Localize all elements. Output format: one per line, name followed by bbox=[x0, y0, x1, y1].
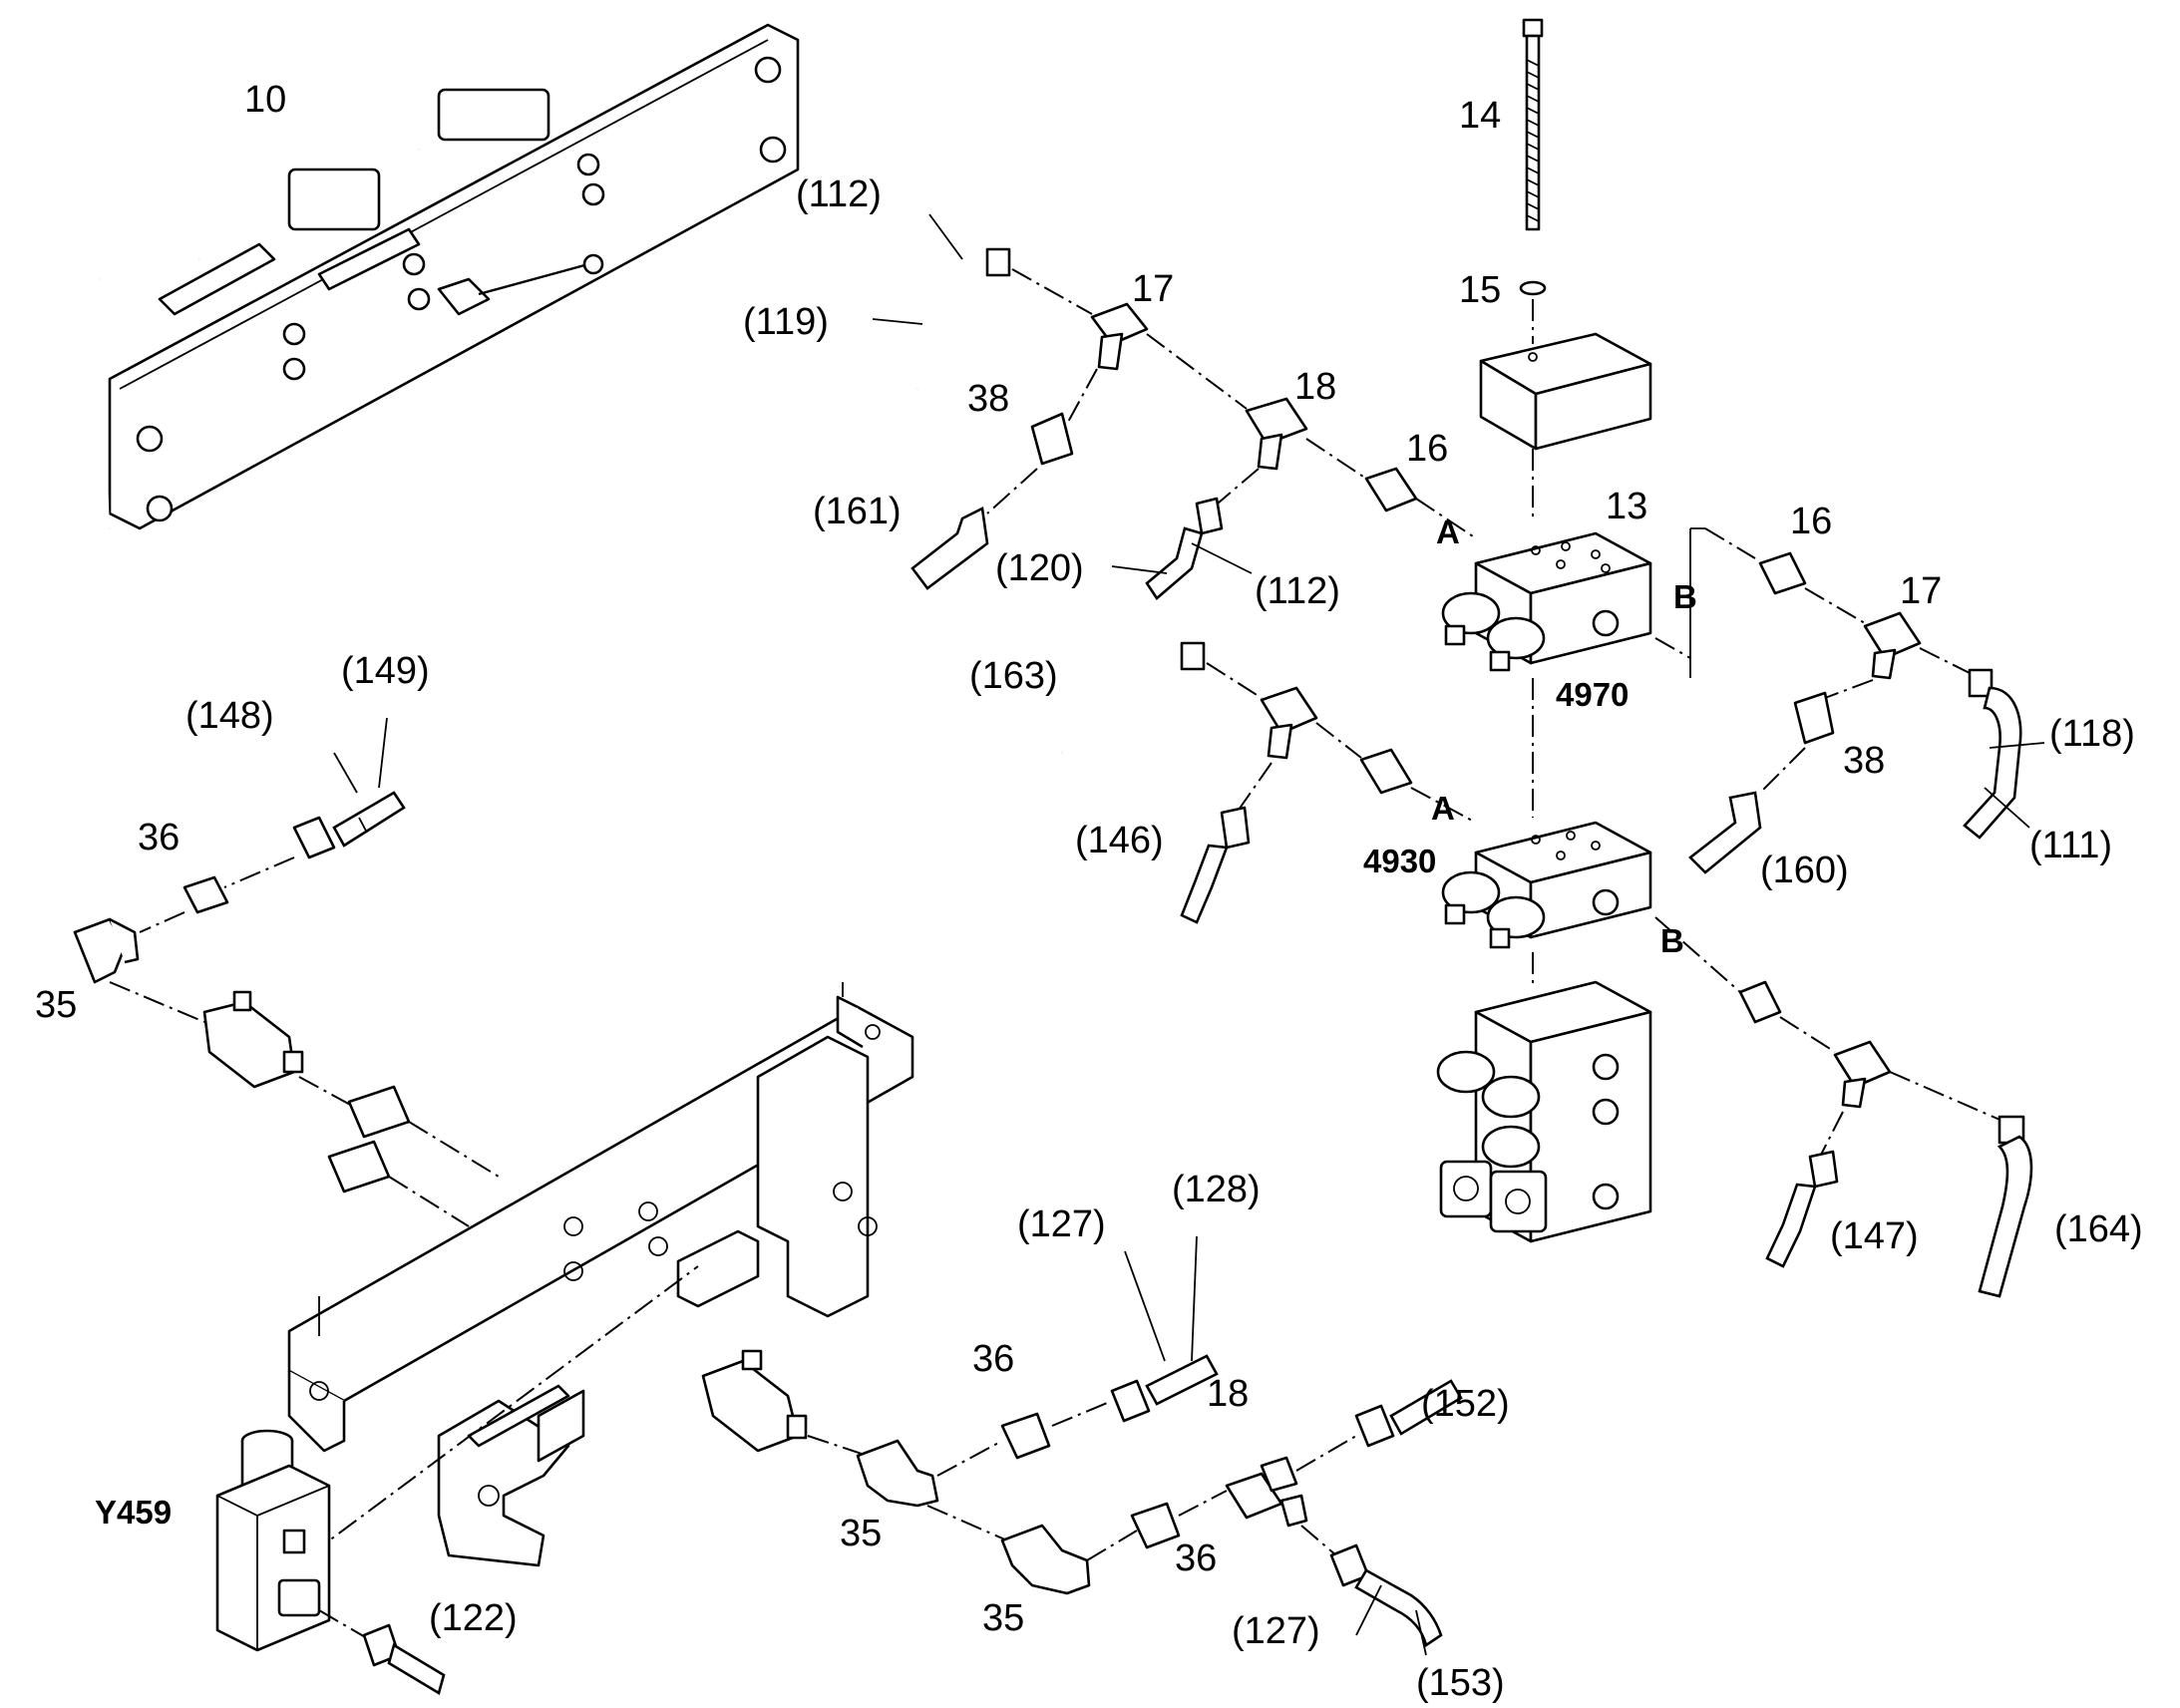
hose-127-128 bbox=[1110, 1354, 1219, 1423]
label-15: 15 bbox=[1459, 269, 1501, 311]
hose-118-111 bbox=[1963, 668, 2022, 840]
hose-152 bbox=[1354, 1379, 1463, 1448]
hose-161 bbox=[910, 507, 989, 590]
label-18-upper: 18 bbox=[1294, 366, 1336, 408]
label-164: (164) bbox=[2054, 1208, 2143, 1250]
hose-164 bbox=[1978, 1115, 2033, 1298]
label-y459: Y459 bbox=[95, 1494, 172, 1531]
label-112-mid: (112) bbox=[1255, 570, 1340, 612]
label-18-bottom: 18 bbox=[1207, 1373, 1249, 1415]
valve-block-4930 bbox=[1441, 821, 1652, 949]
elbow-35c bbox=[1000, 1524, 1091, 1595]
fitting-16a bbox=[1364, 467, 1418, 512]
label-14: 14 bbox=[1459, 95, 1501, 137]
valve-stack-lower bbox=[1436, 980, 1652, 1243]
assembly-10 bbox=[40, 23, 800, 532]
sensor-y459 bbox=[215, 1429, 331, 1652]
label-120: (120) bbox=[995, 547, 1084, 589]
label-17-upper: 17 bbox=[1132, 268, 1174, 310]
tee-17a bbox=[1090, 302, 1149, 371]
label-128: (128) bbox=[1172, 1169, 1261, 1210]
fitting-36a bbox=[182, 875, 229, 914]
label-152: (152) bbox=[1421, 1383, 1510, 1425]
label-16-right: 16 bbox=[1790, 501, 1832, 542]
label-112-top: (112) bbox=[796, 173, 882, 215]
label-16-upper: 16 bbox=[1406, 428, 1448, 470]
label-149: (149) bbox=[341, 650, 430, 692]
label-148: (148) bbox=[185, 695, 274, 737]
tee-18a bbox=[1245, 397, 1308, 471]
label-36-bottom-a: 36 bbox=[972, 1338, 1014, 1380]
label-13: 13 bbox=[1606, 486, 1647, 527]
hose-147 bbox=[1765, 1150, 1839, 1268]
tee-4930b bbox=[1833, 1040, 1892, 1109]
label-35-bottom-b: 35 bbox=[982, 1597, 1024, 1639]
tee-mid bbox=[1260, 686, 1318, 760]
label-38-right: 38 bbox=[1843, 740, 1885, 782]
label-35-bottom-a: 35 bbox=[840, 1513, 882, 1554]
label-153: (153) bbox=[1416, 1662, 1505, 1704]
fitting-38a bbox=[1030, 412, 1074, 466]
tee-17b bbox=[1863, 611, 1922, 680]
hose-163 bbox=[1053, 632, 1206, 760]
label-160: (160) bbox=[1760, 850, 1849, 891]
fitting-4930b bbox=[1738, 980, 1782, 1024]
label-147: (147) bbox=[1830, 1215, 1919, 1257]
hose-122 bbox=[362, 1623, 446, 1695]
label-161: (161) bbox=[813, 491, 902, 532]
elbow-35b bbox=[856, 1439, 939, 1508]
label-a-4930: A bbox=[1431, 790, 1455, 827]
label-b-4970: B bbox=[1673, 578, 1697, 615]
hose-146 bbox=[1180, 806, 1251, 924]
label-122: (122) bbox=[429, 1597, 518, 1639]
fitting-36b bbox=[1000, 1412, 1051, 1460]
label-146: (146) bbox=[1075, 820, 1164, 861]
hose-120-112 bbox=[1145, 497, 1224, 600]
label-118: (118) bbox=[2049, 713, 2135, 755]
label-10: 10 bbox=[244, 79, 286, 121]
fitting-mid-a bbox=[1359, 748, 1413, 795]
label-a-4970: A bbox=[1436, 513, 1460, 550]
valve-block-4970 bbox=[1441, 531, 1652, 672]
label-b-4930: B bbox=[1660, 922, 1684, 959]
plate bbox=[1479, 332, 1652, 451]
label-36-bottom-b: 36 bbox=[1175, 1537, 1217, 1579]
tee-18b bbox=[1225, 1456, 1308, 1528]
label-36-left: 36 bbox=[138, 817, 180, 858]
label-127-bottom: (127) bbox=[1232, 1610, 1320, 1652]
callout-labels: 10 14 15 13 (112) (119) 17 38 18 16 (161… bbox=[35, 79, 2143, 1704]
label-4930: 4930 bbox=[1363, 843, 1436, 879]
hose-127-153 bbox=[1329, 1543, 1443, 1648]
label-111: (111) bbox=[2029, 825, 2112, 866]
bolt-14 bbox=[1522, 18, 1544, 231]
label-163: (163) bbox=[969, 655, 1058, 697]
label-4970: 4970 bbox=[1556, 676, 1629, 713]
fitting-16b bbox=[1758, 551, 1807, 595]
frame-bracket bbox=[287, 982, 914, 1567]
washer-15 bbox=[1519, 280, 1547, 296]
hose-112-119 bbox=[906, 238, 1011, 392]
hose-148-149 bbox=[292, 791, 406, 859]
label-127-top: (127) bbox=[1017, 1203, 1106, 1245]
label-17-right: 17 bbox=[1900, 570, 1942, 612]
fittings-left-pair bbox=[327, 1085, 411, 1194]
label-35-left: 35 bbox=[35, 984, 77, 1026]
block-tee-left bbox=[202, 990, 304, 1089]
label-119: (119) bbox=[743, 301, 829, 343]
fitting-36c bbox=[1130, 1502, 1181, 1549]
leader-lines bbox=[333, 213, 2045, 1656]
hose-160 bbox=[1688, 791, 1762, 874]
block-tee-bottom bbox=[701, 1349, 808, 1453]
fitting-38b bbox=[1793, 691, 1835, 745]
label-38-upper: 38 bbox=[967, 378, 1009, 420]
elbow-35a bbox=[73, 917, 140, 984]
